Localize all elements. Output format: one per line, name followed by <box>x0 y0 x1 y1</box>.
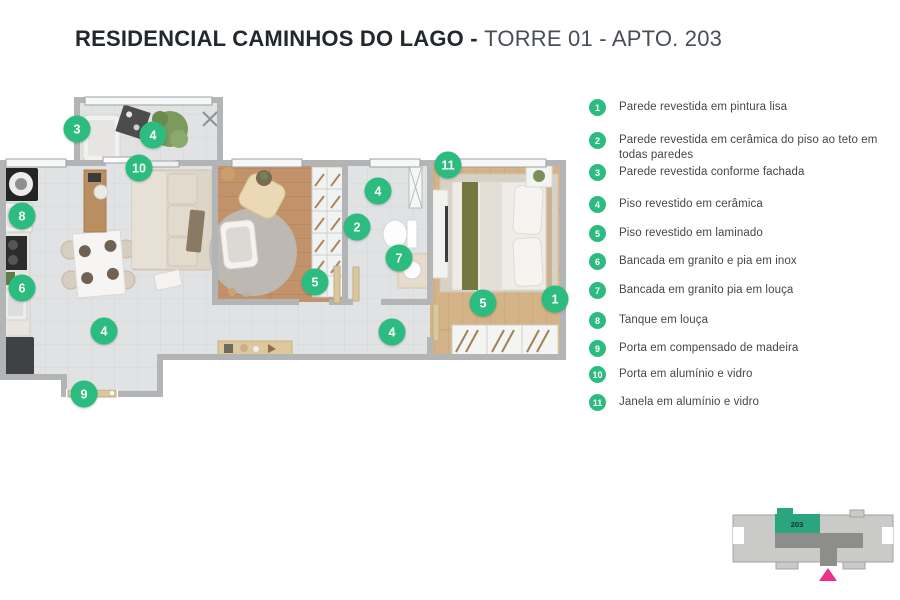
plan-marker: 8 <box>8 202 36 230</box>
desk <box>83 169 109 233</box>
legend-number-badge: 11 <box>589 394 606 411</box>
coffee-table <box>153 268 183 292</box>
fridge <box>2 337 34 375</box>
plan-marker: 7 <box>385 244 413 272</box>
legend-item: 11 Janela em alumínio e vidro <box>589 394 900 411</box>
legend-number-badge: 2 <box>589 132 606 149</box>
page-title-project: RESIDENCIAL CAMINHOS DO LAGO - <box>75 26 485 51</box>
bathroom-window <box>369 158 421 168</box>
bedroom2-door <box>432 303 440 342</box>
crib <box>219 219 259 270</box>
plan-marker: 4 <box>378 318 406 346</box>
legend-number-badge: 5 <box>589 225 606 242</box>
legend-label: Bancada em granito pia em louça <box>619 284 794 296</box>
keyplan-core <box>775 533 863 566</box>
legend-label: Tanque em louça <box>619 314 709 326</box>
legend-item: 5 Piso revestido em laminado <box>589 225 900 242</box>
legend-item: 9 Porta em compensado de madeira <box>589 340 900 357</box>
legend-number-badge: 4 <box>589 196 606 213</box>
plan-marker: 11 <box>434 151 462 179</box>
legend-item: 3 Parede revestida conforme fachada <box>589 164 900 181</box>
balcony-window <box>84 96 213 106</box>
plan-marker: 1 <box>541 285 569 313</box>
washing-machine <box>4 168 38 201</box>
legend-item: 10 Porta em alumínio e vidro <box>589 366 900 383</box>
bedroom-1 <box>209 166 344 298</box>
plant-pot <box>256 170 272 186</box>
legend-item: 8 Tanque em louça <box>589 312 900 329</box>
nightstand <box>525 165 553 188</box>
condenser-x-icon <box>202 111 218 127</box>
plan-marker: 4 <box>90 317 118 345</box>
legend-item: 1 Parede revestida em pintura lisa <box>589 99 900 116</box>
plan-marker: 9 <box>70 380 98 408</box>
legend-item: 4 Piso revestido em cerâmica <box>589 196 900 213</box>
plan-marker: 3 <box>63 115 91 143</box>
living-room <box>83 169 213 292</box>
keyplan-unit-203: 203 <box>775 508 820 533</box>
shower-door <box>408 165 423 209</box>
legend-item: 7 Bancada em granito pia em louça <box>589 282 900 299</box>
keyplan-unit-label: 203 <box>791 520 804 529</box>
legend-label: Parede revestida conforme fachada <box>619 166 805 178</box>
double-bed <box>451 180 552 292</box>
legend-number-badge: 1 <box>589 99 606 116</box>
hall <box>217 340 293 357</box>
legend-item: 2 Parede revestida em cerâmica do piso a… <box>589 132 900 162</box>
plan-marker: 10 <box>125 154 153 182</box>
dining-area <box>60 229 136 299</box>
page-title: RESIDENCIAL CAMINHOS DO LAGO - TORRE 01 … <box>75 26 722 52</box>
legend-number-badge: 6 <box>589 253 606 270</box>
dining-table <box>71 229 127 299</box>
legend-label: Parede revestida em cerâmica do piso ao … <box>619 134 878 161</box>
bathroom <box>382 165 429 289</box>
side-table <box>221 167 235 181</box>
legend-label: Piso revestido em cerâmica <box>619 198 763 210</box>
page-title-unit: TORRE 01 - APTO. 203 <box>484 26 723 51</box>
legend-label: Parede revestida em pintura lisa <box>619 101 788 113</box>
bedroom1-door <box>333 265 341 304</box>
toilet <box>382 219 418 249</box>
sofa <box>131 169 213 271</box>
windows <box>5 96 547 168</box>
plan-marker: 6 <box>8 274 36 302</box>
plan-marker: 5 <box>469 289 497 317</box>
legend-item: 6 Bancada em granito e pia em inox <box>589 253 900 270</box>
legend-number-badge: 10 <box>589 366 606 383</box>
bedroom1-window <box>231 158 303 168</box>
plan-marker: 4 <box>364 177 392 205</box>
wardrobe <box>451 324 559 357</box>
legend-number-badge: 9 <box>589 340 606 357</box>
legend-label: Bancada em granito e pia em inox <box>619 255 797 267</box>
legend-label: Piso revestido em laminado <box>619 227 763 239</box>
keyplan: 203 <box>732 508 894 581</box>
plan-marker: 4 <box>139 121 167 149</box>
legend-label: Janela em alumínio e vidro <box>619 396 760 408</box>
plan-marker: 5 <box>301 268 329 296</box>
legend-number-badge: 3 <box>589 164 606 181</box>
legend-label: Porta em alumínio e vidro <box>619 368 753 380</box>
kitchen-window <box>5 158 67 168</box>
plan-marker: 2 <box>343 213 371 241</box>
legend-number-badge: 8 <box>589 312 606 329</box>
cooktop <box>3 236 27 270</box>
keyplan-pointer-triangle <box>819 568 837 581</box>
legend-label: Porta em compensado de madeira <box>619 342 799 354</box>
legend-number-badge: 7 <box>589 282 606 299</box>
bathroom-door <box>352 266 360 302</box>
